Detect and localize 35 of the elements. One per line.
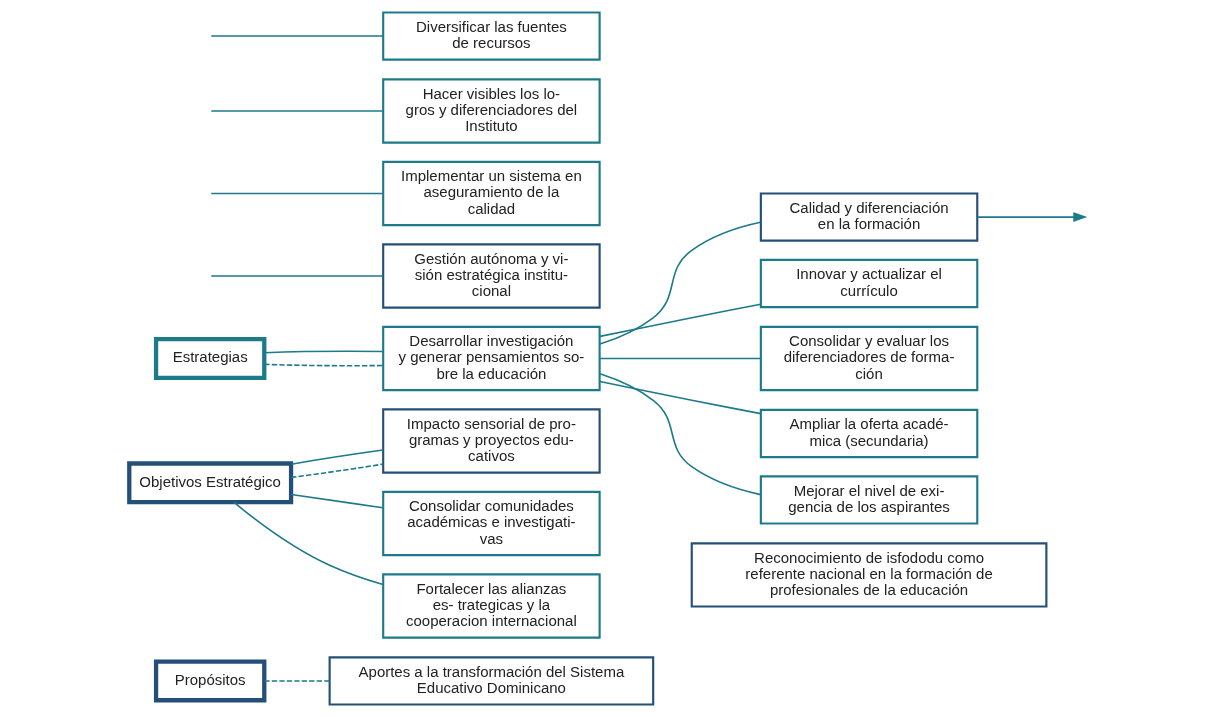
connector <box>210 35 384 37</box>
node-box: Fortalecer las alianzas es- trategicas y la cooperacion internacional <box>382 573 601 639</box>
connector <box>599 380 762 415</box>
node-box: Ampliar la oferta acadé- mica (secundaria) <box>759 408 979 459</box>
connector <box>290 463 384 479</box>
node-box: Mejorar el nivel de exi- gencia de los aspirantes <box>759 475 979 525</box>
node-box: Objetivos Estratégico <box>127 461 294 505</box>
connector <box>263 363 384 367</box>
node-box: Reconocimiento de isfododu como referente nacional en la formación de profesionales de la educación <box>690 542 1048 608</box>
node-box: Consolidar comunidades académicas e investigati- vas <box>382 490 601 557</box>
node-box: Estrategias <box>153 337 267 380</box>
node-box: Implementar un sistema en aseguramiento de la calidad <box>382 160 601 227</box>
connector <box>232 501 384 586</box>
connector <box>263 680 331 682</box>
connector <box>210 110 384 112</box>
connector <box>599 221 762 345</box>
node-box: Propósitos <box>153 659 267 703</box>
connector <box>210 192 384 195</box>
node-box: Aportes a la transformación del Sistema Educativo Dominicano <box>328 656 655 706</box>
connector <box>599 357 762 360</box>
connector <box>290 449 384 465</box>
node-box: Gestión autónoma y vi- sión estratégica institu- cional <box>382 243 601 309</box>
connector <box>263 350 384 354</box>
node-box: Calidad y diferenciación en la formación <box>759 192 979 242</box>
connector <box>599 373 762 496</box>
node-box: Desarrollar investigación y generar pensamientos so- bre la educación <box>382 325 601 392</box>
node-box: Hacer visibles los lo- gros y diferenciadores del Instituto <box>382 78 601 144</box>
node-box: Consolidar y evaluar los diferenciadores de forma- ción <box>759 325 979 392</box>
connector <box>290 493 384 509</box>
arrow <box>976 212 1088 222</box>
node-box: Innovar y actualizar el currículo <box>759 258 979 309</box>
connector <box>599 303 762 338</box>
node-box: Diversificar las fuentes de recursos <box>382 11 601 61</box>
node-box: Impacto sensorial de pro- gramas y proyectos edu- cativos <box>382 408 601 474</box>
connector <box>210 275 384 277</box>
